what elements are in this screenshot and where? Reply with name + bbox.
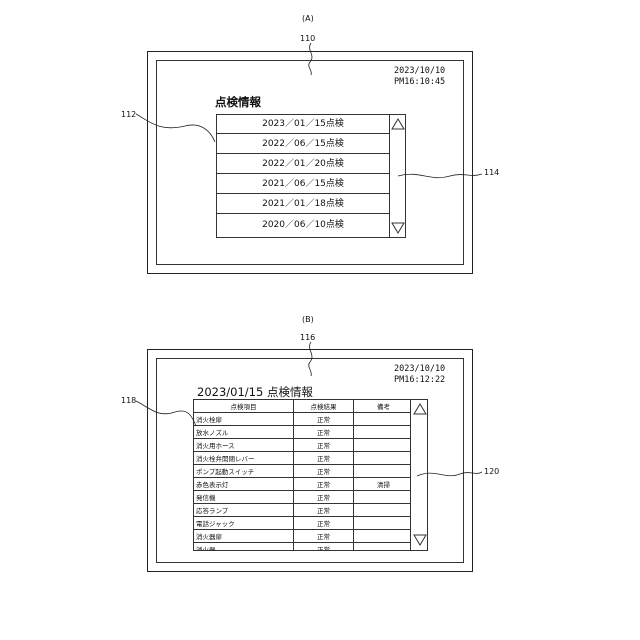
leader-114 bbox=[398, 174, 482, 178]
leader-112 bbox=[136, 114, 215, 142]
leader-116 bbox=[309, 342, 312, 376]
leader-110 bbox=[309, 43, 312, 75]
leader-120 bbox=[417, 472, 482, 476]
leader-118 bbox=[136, 401, 196, 426]
